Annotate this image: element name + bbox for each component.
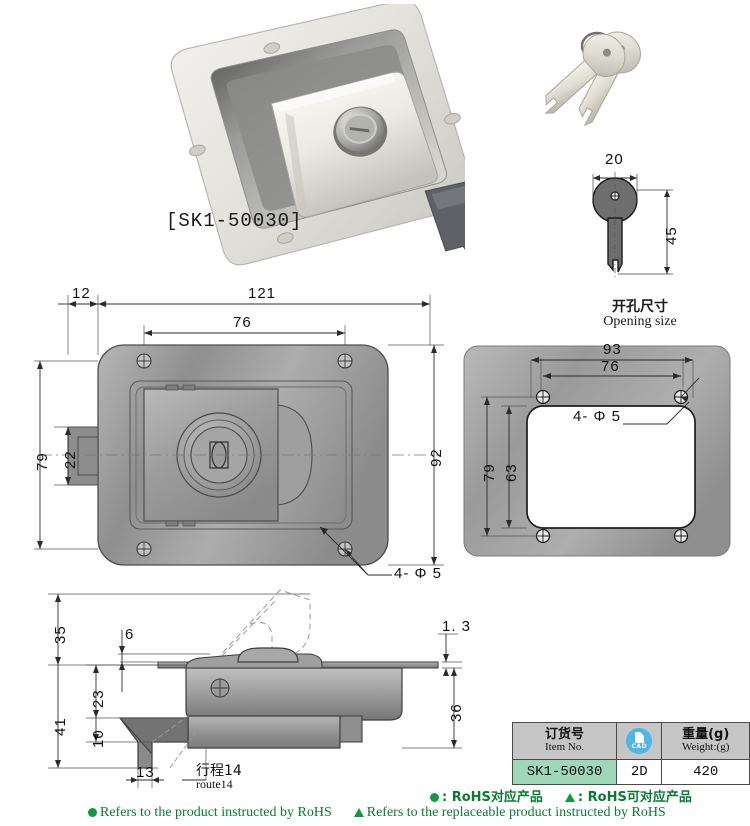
side-dim-41: 41	[52, 717, 69, 736]
front-dim-121: 121	[248, 285, 277, 302]
rohs-dot-icon	[430, 793, 439, 802]
latch-photo	[155, 0, 494, 279]
header-item-no: 订货号 Item No.	[511, 722, 618, 760]
header-item-no-en: Item No.	[544, 741, 585, 754]
opening-hole-note: 4- Φ 5	[573, 408, 621, 425]
cad-icon: CAD	[626, 728, 653, 754]
front-dim-92: 92	[428, 448, 445, 467]
opening-dim-63: 63	[503, 463, 520, 482]
header-weight-cn: 重量(g)	[682, 727, 730, 743]
spec-table-header-row: 订货号 Item No. CAD 重量(g) Weight:(g)	[511, 722, 750, 760]
table-row: SK1-50030 2D 420	[511, 759, 750, 785]
legend-cn-tri-text: : RoHS可对应产品	[577, 790, 692, 805]
side-dim-13: 13	[136, 764, 155, 781]
cad-page-glyph	[634, 732, 644, 743]
rohs-triangle-icon	[564, 793, 575, 802]
key-width-dim: 20	[605, 151, 624, 168]
route-label-cn: 行程14	[196, 763, 242, 779]
opening-dim-79: 79	[481, 463, 498, 482]
header-weight: 重量(g) Weight:(g)	[661, 722, 750, 760]
opening-size-view: 93 76 79 63 4- Φ 5	[455, 336, 745, 576]
side-dim-23: 23	[90, 689, 107, 708]
key-height-dim: 45	[663, 226, 680, 245]
cell-cad[interactable]: 2D	[616, 759, 663, 785]
header-item-no-cn: 订货号	[545, 727, 585, 743]
legend-en-tri-text: Refers to the replaceable product instru…	[366, 805, 666, 820]
spec-table: 订货号 Item No. CAD 重量(g) Weight:(g) SK1-50…	[511, 722, 750, 785]
rohs-dot-icon-en	[88, 808, 97, 818]
legend-cn-dot-text: : RoHS对应产品	[442, 790, 543, 805]
keys-photo	[544, 8, 725, 138]
front-dim-22: 22	[62, 450, 79, 469]
front-dim-12: 12	[72, 285, 91, 302]
side-dim-36: 36	[448, 703, 465, 722]
legend-chinese: : RoHS对应产品 : RoHS可对应产品	[430, 786, 692, 805]
header-cad: CAD	[616, 722, 663, 760]
product-label: [SK1-50030]	[166, 210, 303, 232]
cell-weight: 420	[661, 759, 750, 785]
route-label: 行程14 route14	[196, 764, 242, 790]
front-dim-79: 79	[34, 452, 51, 471]
key-dimension-drawing: 20 45	[575, 151, 705, 285]
cad-icon-label: CAD	[631, 743, 647, 750]
legend-english: Refers to the product instructed by RoHS…	[88, 805, 666, 821]
legend-en-dot-text: Refers to the product instructed by RoHS	[100, 805, 332, 820]
front-view: 12 121 76 79 22 92 4- Φ 5	[20, 283, 470, 593]
side-dim-10: 10	[90, 729, 107, 748]
side-dim-35: 35	[52, 625, 69, 644]
side-section-view: 35 41 23 10 6 13 1. 3 36	[10, 582, 480, 797]
rohs-triangle-icon-en	[353, 808, 364, 818]
opening-size-title: 开孔尺寸 Opening size	[560, 300, 720, 329]
cell-item-no[interactable]: SK1-50030	[511, 759, 618, 785]
front-hole-note: 4- Φ 5	[394, 565, 442, 582]
side-dim-1-3: 1. 3	[442, 618, 472, 635]
front-dim-76: 76	[233, 314, 252, 331]
side-dim-6: 6	[125, 626, 135, 643]
opening-dim-93: 93	[603, 341, 622, 358]
opening-size-title-en: Opening size	[603, 313, 677, 329]
route-label-en: route14	[196, 777, 233, 791]
opening-dim-76: 76	[601, 358, 620, 375]
opening-size-title-cn: 开孔尺寸	[612, 299, 668, 315]
header-weight-en: Weight:(g)	[681, 741, 730, 754]
